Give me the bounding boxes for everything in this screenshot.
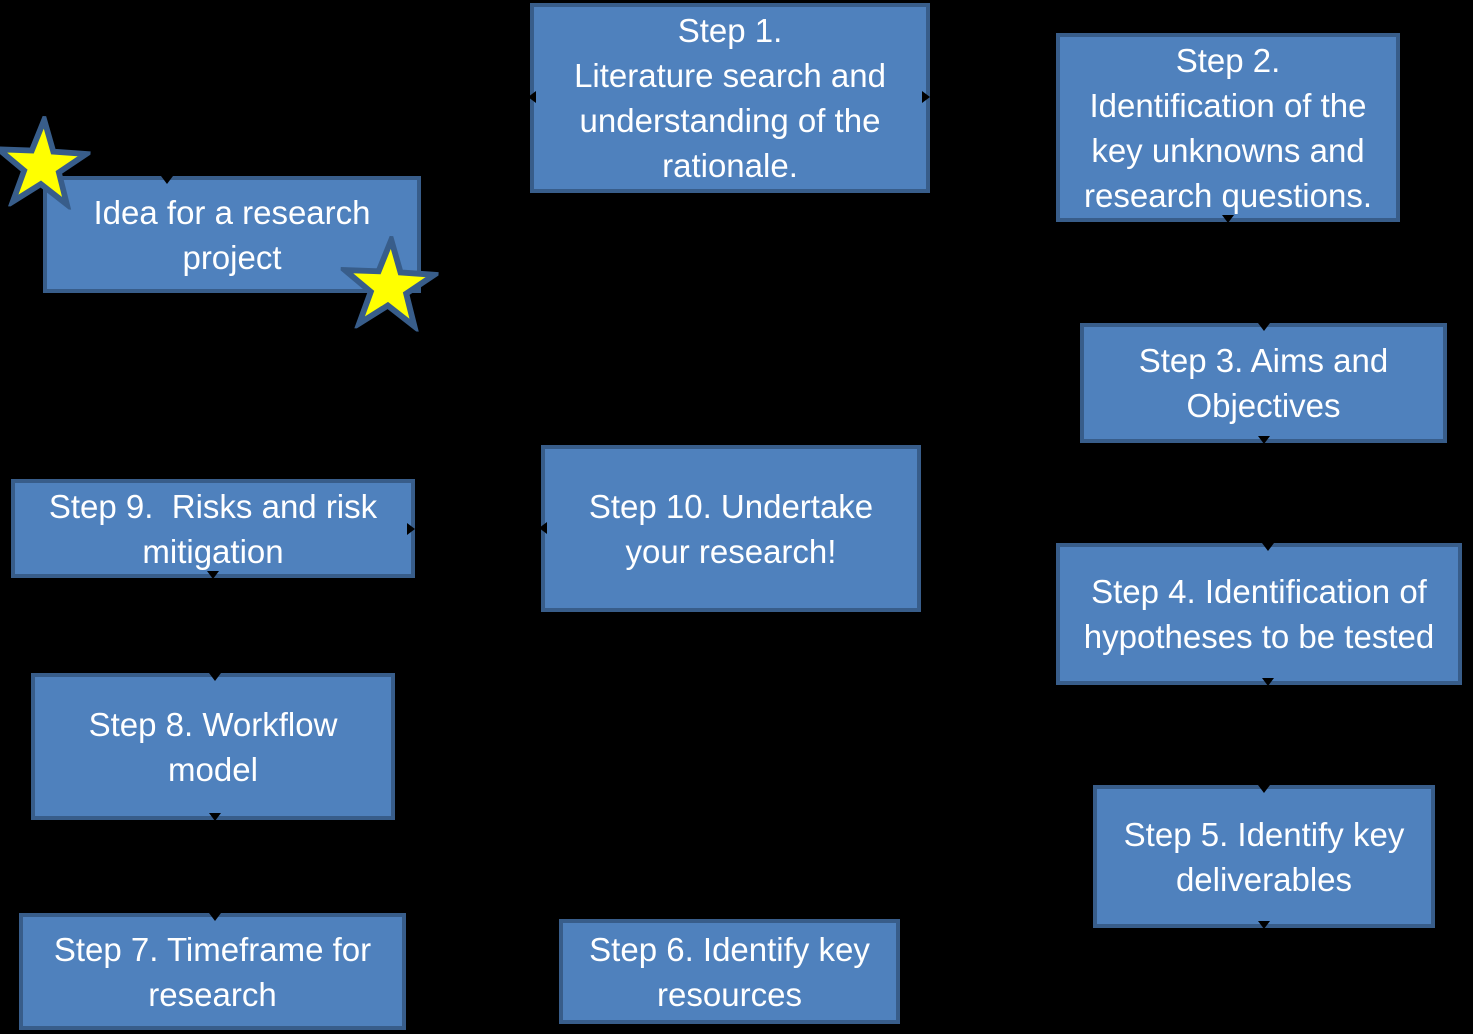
node-step-2: Step 2. Identification of the key unknow… — [1056, 33, 1400, 222]
connector-arrowhead — [1262, 543, 1274, 551]
connector-arrowhead — [528, 91, 536, 103]
node-step-6: Step 6. Identify key resources — [559, 919, 900, 1024]
connector-arrowhead — [407, 523, 415, 535]
connector-arrowhead — [207, 571, 219, 579]
connector-arrowhead — [209, 913, 221, 921]
connector-arrowhead — [1258, 785, 1270, 793]
node-idea: Idea for a research project — [43, 176, 421, 293]
connector-arrowhead — [209, 813, 221, 821]
connector-arrowhead — [1222, 215, 1234, 223]
node-step-1: Step 1. Literature search and understand… — [530, 3, 930, 193]
node-step-4: Step 4. Identification of hypotheses to … — [1056, 543, 1462, 685]
connector-arrowhead — [209, 673, 221, 681]
node-step-10: Step 10. Undertake your research! — [541, 445, 921, 612]
node-step-9: Step 9. Risks and risk mitigation — [11, 479, 415, 578]
node-step-3: Step 3. Aims and Objectives — [1080, 323, 1447, 443]
node-step-5: Step 5. Identify key deliverables — [1093, 785, 1435, 928]
connector-arrowhead — [539, 522, 547, 534]
connector-arrowhead — [1258, 436, 1270, 444]
connector-arrowhead — [1262, 678, 1274, 686]
connector-arrowhead — [161, 176, 173, 184]
node-step-8: Step 8. Workflow model — [31, 673, 395, 820]
node-step-7: Step 7. Timeframe for research — [19, 913, 406, 1030]
connector-arrowhead — [922, 91, 930, 103]
connector-arrowhead — [1258, 921, 1270, 929]
connector-arrowhead — [1258, 323, 1270, 331]
connector-arrowhead — [551, 966, 559, 978]
